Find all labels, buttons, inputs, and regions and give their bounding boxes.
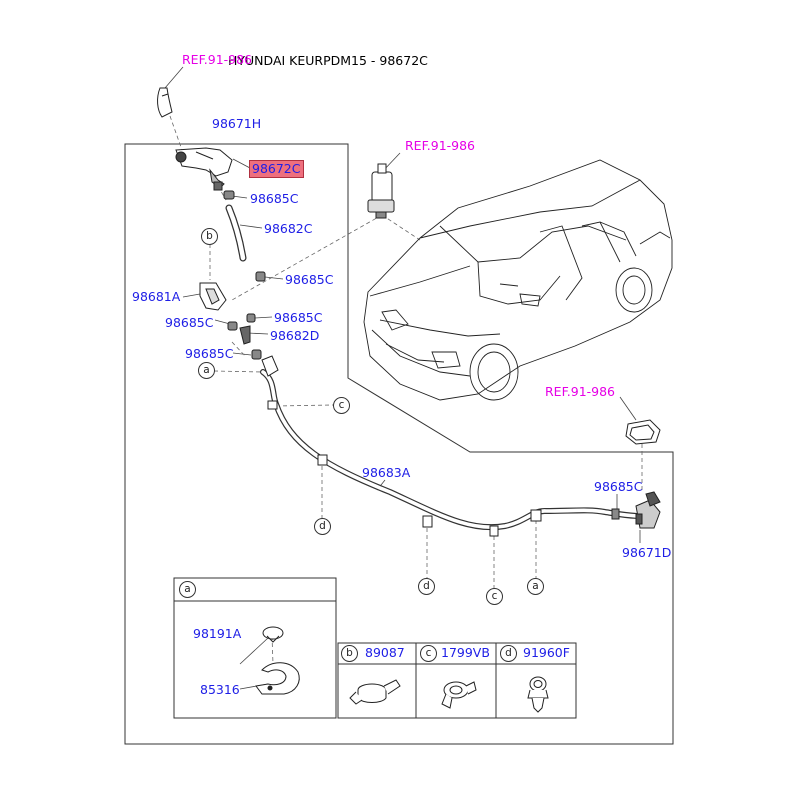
main-frame <box>124 143 674 745</box>
callout-d-left[interactable]: d <box>314 518 331 535</box>
part-label-98671D[interactable]: 98671D <box>622 545 672 560</box>
callout-c-mid[interactable]: c <box>486 588 503 605</box>
part-label-98685C-1[interactable]: 98685C <box>250 191 299 206</box>
part-label-98685C-3[interactable]: 98685C <box>165 315 214 330</box>
detail-d-key: d <box>500 645 517 662</box>
detail-d-box <box>495 642 577 719</box>
nozzle-98671H <box>175 147 233 177</box>
callout-c-upper[interactable]: c <box>333 397 350 414</box>
clip-98685C-1 <box>223 190 235 200</box>
part-98672C-highlighted[interactable]: 98672C <box>249 160 304 178</box>
callout-b-upper[interactable]: b <box>201 228 218 245</box>
part-label-98191A[interactable]: 98191A <box>193 626 242 641</box>
clip-98685C-2 <box>255 271 266 282</box>
cover-ref-top <box>157 87 173 118</box>
clip-98685C-5 <box>251 349 262 360</box>
ref-label-middle[interactable]: REF.91-986 <box>405 138 476 153</box>
part-label-1799VB[interactable]: 1799VB <box>441 645 490 660</box>
clip-85316 <box>255 662 300 695</box>
clip-1799VB <box>441 681 477 709</box>
ref-label-right[interactable]: REF.91-986 <box>545 384 616 399</box>
washer-pump <box>371 171 393 203</box>
part-label-89087[interactable]: 89087 <box>365 645 405 660</box>
callout-a-upper[interactable]: a <box>198 362 215 379</box>
part-label-98685C-5[interactable]: 98685C <box>185 346 234 361</box>
clip-98685C-4 <box>246 313 256 323</box>
clip-98685C-3 <box>227 321 238 331</box>
part-label-98671H[interactable]: 98671H <box>212 116 262 131</box>
ref-label-top-left[interactable]: REF.91-986 <box>182 52 253 67</box>
clip-91960F <box>527 676 549 713</box>
part-label-98682C[interactable]: 98682C <box>264 221 313 236</box>
detail-a-box <box>173 577 337 719</box>
clip-89087 <box>349 679 401 705</box>
part-label-98685C-6[interactable]: 98685C <box>594 479 643 494</box>
part-label-98685C-2[interactable]: 98685C <box>285 272 334 287</box>
detail-a-key: a <box>179 581 196 598</box>
vehicle-illustration <box>363 159 673 401</box>
part-label-98681A[interactable]: 98681A <box>132 289 181 304</box>
connector-98682D <box>239 325 251 345</box>
detail-c-key: c <box>420 645 437 662</box>
part-label-98682D[interactable]: 98682D <box>270 328 320 343</box>
part-label-98685C-4[interactable]: 98685C <box>274 310 323 325</box>
part-label-91960F[interactable]: 91960F <box>523 645 570 660</box>
callout-a-mid[interactable]: a <box>527 578 544 595</box>
part-label-85316[interactable]: 85316 <box>200 682 240 697</box>
part-label-98683A[interactable]: 98683A <box>362 465 411 480</box>
detail-b-key: b <box>341 645 358 662</box>
pin-98191A <box>262 626 284 640</box>
callout-d-mid[interactable]: d <box>418 578 435 595</box>
page-title: HYUNDAI KEURPDM15 - 98672C <box>228 53 428 68</box>
